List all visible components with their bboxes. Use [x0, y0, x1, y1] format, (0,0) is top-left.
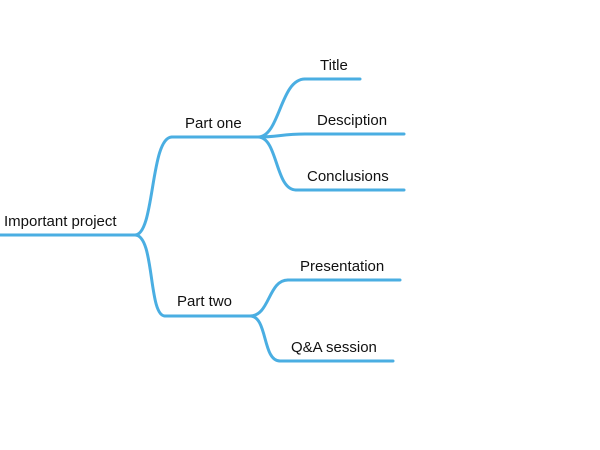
node-root-label: Important project: [4, 213, 117, 230]
edge-part-one-to-title: [256, 77, 307, 139]
node-conclusions-label: Conclusions: [307, 168, 389, 185]
node-part-two-label: Part two: [177, 293, 232, 310]
node-root[interactable]: Important project: [0, 213, 137, 237]
node-title-label: Title: [320, 57, 348, 74]
node-presentation-label: Presentation: [300, 258, 384, 275]
node-desciption-label: Desciption: [317, 112, 387, 129]
node-title[interactable]: Title: [303, 57, 362, 81]
node-desciption[interactable]: Desciption: [303, 112, 406, 136]
node-qa-session-label: Q&A session: [291, 339, 377, 356]
node-presentation[interactable]: Presentation: [286, 258, 402, 282]
node-part-one[interactable]: Part one: [170, 115, 260, 139]
edge-part-one-to-conclusions: [256, 135, 298, 192]
edge-root-to-part-one: [133, 135, 174, 237]
edge-root-to-part-two: [133, 233, 167, 318]
node-conclusions[interactable]: Conclusions: [294, 168, 406, 192]
node-part-two[interactable]: Part two: [163, 293, 252, 318]
edge-part-two-to-presentation: [248, 278, 290, 318]
node-qa-session[interactable]: Q&A session: [278, 339, 395, 363]
node-part-one-label: Part one: [185, 115, 242, 132]
edge-part-two-to-qa-session: [248, 314, 282, 363]
